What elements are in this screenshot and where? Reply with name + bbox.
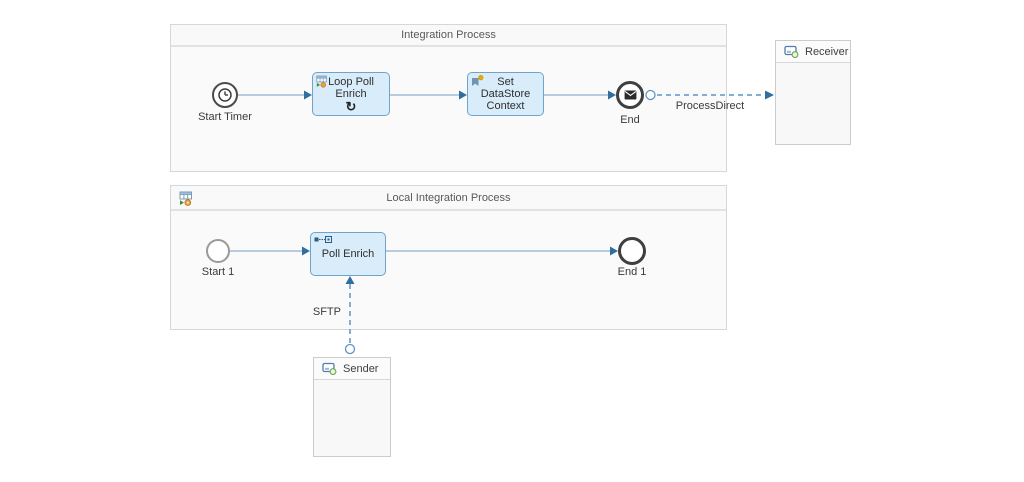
- system-icon: [784, 45, 799, 58]
- flow-processdirect-label: ProcessDirect: [675, 100, 745, 112]
- task-set-datastore-context[interactable]: Set DataStore Context: [467, 72, 544, 116]
- event-start-timer[interactable]: [212, 82, 238, 108]
- message-envelope-icon: [624, 90, 636, 100]
- participant-receiver[interactable]: Receiver: [775, 40, 851, 145]
- task-label: Set DataStore Context: [480, 76, 531, 112]
- event-end-1-label: End 1: [617, 266, 647, 278]
- event-start-1[interactable]: [206, 239, 230, 263]
- event-start-timer-label: Start Timer: [198, 111, 252, 123]
- pool-title: Integration Process: [401, 29, 496, 41]
- pool-title: Local Integration Process: [386, 191, 511, 204]
- task-label: Poll Enrich: [321, 248, 375, 260]
- participant-receiver-header: Receiver: [776, 41, 850, 63]
- process-call-icon: [316, 75, 327, 88]
- sftp-port-circle: [344, 343, 356, 355]
- process-icon: [179, 191, 192, 206]
- event-end-1[interactable]: [618, 237, 646, 265]
- event-start-1-label: Start 1: [201, 266, 235, 278]
- system-icon: [322, 362, 337, 375]
- task-label: Loop Poll Enrich: [328, 75, 374, 100]
- flow-sftp-label: SFTP: [312, 306, 341, 318]
- content-modifier-icon: [472, 75, 484, 86]
- event-end[interactable]: [616, 81, 644, 109]
- task-loop-poll-enrich[interactable]: Loop Poll Enrich ↻: [312, 72, 390, 116]
- timer-clock-icon: [218, 88, 232, 102]
- task-poll-enrich[interactable]: Poll Enrich: [310, 232, 386, 276]
- participant-label: Sender: [343, 362, 379, 375]
- participant-sender[interactable]: Sender: [313, 357, 391, 457]
- pool-local-integration-process[interactable]: Local Integration Process: [170, 185, 727, 330]
- participant-sender-header: Sender: [314, 358, 390, 380]
- loop-marker: ↻: [345, 98, 357, 114]
- participant-label: Receiver: [805, 45, 849, 58]
- poll-enrich-icon: [314, 236, 332, 243]
- pool-integration-process-header[interactable]: Integration Process: [171, 25, 726, 47]
- pool-local-integration-process-header[interactable]: Local Integration Process: [171, 186, 726, 211]
- event-end-label: End: [620, 114, 640, 126]
